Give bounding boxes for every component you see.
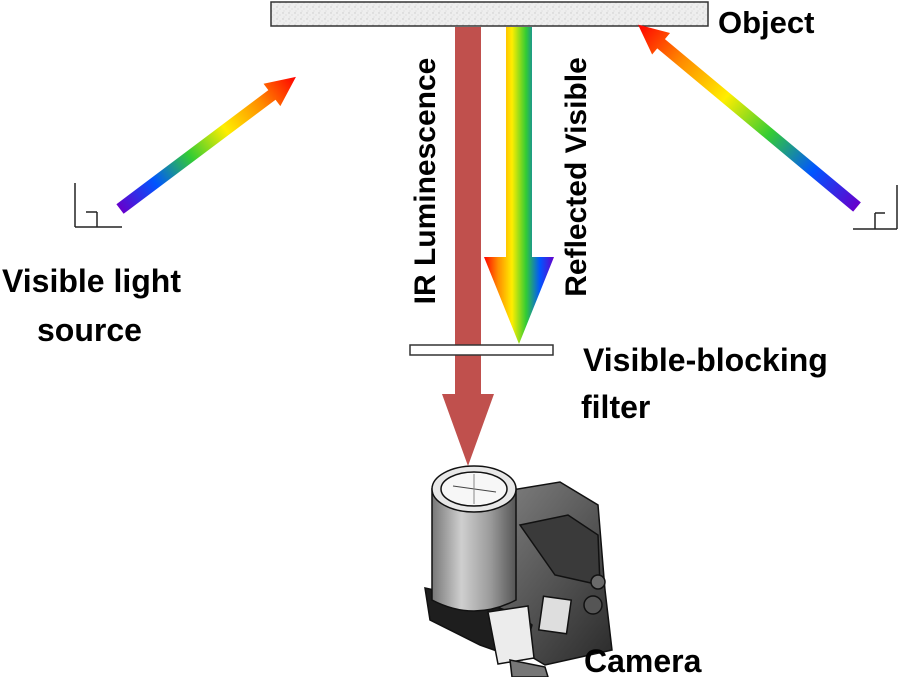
visible-blocking-filter xyxy=(409,344,554,356)
light-source-label-line2: source xyxy=(37,312,142,348)
ir-luminescence-label: IR Luminescence xyxy=(409,57,442,305)
ir-luminescence-arrow xyxy=(442,27,494,466)
right-incident-light-arrow xyxy=(638,24,861,212)
object-slab xyxy=(270,1,709,27)
reflected-visible-label: Reflected Visible xyxy=(560,57,593,297)
camera-icon xyxy=(424,465,613,677)
object-label: Object xyxy=(718,5,815,40)
light-source-label-line1: Visible light xyxy=(2,263,181,299)
camera-label: Camera xyxy=(584,643,702,677)
left-incident-light-arrow xyxy=(116,76,296,214)
right-light-source-icon xyxy=(853,185,898,230)
filter-label-line2: filter xyxy=(581,389,651,425)
left-light-source-icon xyxy=(74,183,122,228)
filter-label-line1: Visible-blocking xyxy=(583,342,828,378)
reflected-visible-arrow xyxy=(484,27,554,344)
